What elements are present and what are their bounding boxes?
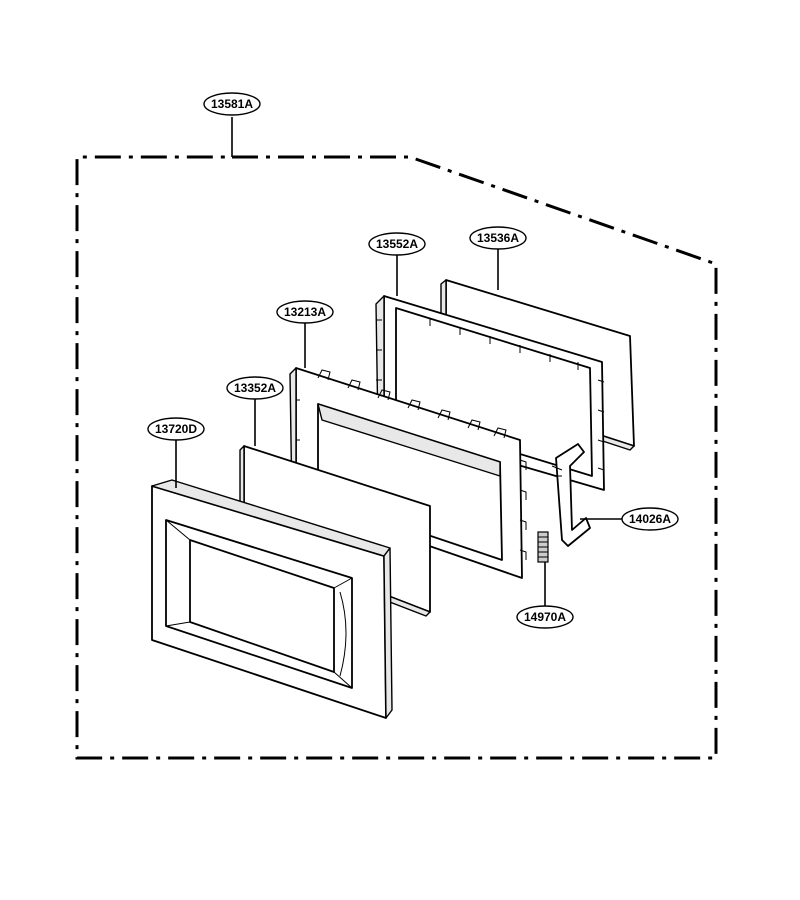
callout-13213a: 13213A xyxy=(276,300,334,324)
callout-label: 13552A xyxy=(376,237,418,251)
callout-label: 14026A xyxy=(629,512,671,526)
callout-13720d: 13720D xyxy=(147,417,205,441)
part-13720d-door-trim xyxy=(151,479,393,719)
callout-14970a: 14970A xyxy=(516,605,574,629)
callout-label: 14970A xyxy=(524,610,566,624)
callout-13352a: 13352A xyxy=(226,376,284,400)
leader-lines xyxy=(175,248,622,606)
callout-13536a: 13536A xyxy=(469,226,527,250)
callout-14026a: 14026A xyxy=(621,507,679,531)
callout-label: 13581A xyxy=(211,97,253,111)
part-14970a-spring xyxy=(537,531,549,563)
callout-label: 13352A xyxy=(234,381,276,395)
callout-13581a: 13581A xyxy=(203,92,261,116)
callout-13552a: 13552A xyxy=(368,232,426,256)
assembly-boundary xyxy=(75,117,718,760)
callout-label: 13720D xyxy=(155,422,197,436)
callout-label: 13536A xyxy=(477,231,519,245)
callout-label: 13213A xyxy=(284,305,326,319)
part-14026a-latch xyxy=(551,443,591,547)
